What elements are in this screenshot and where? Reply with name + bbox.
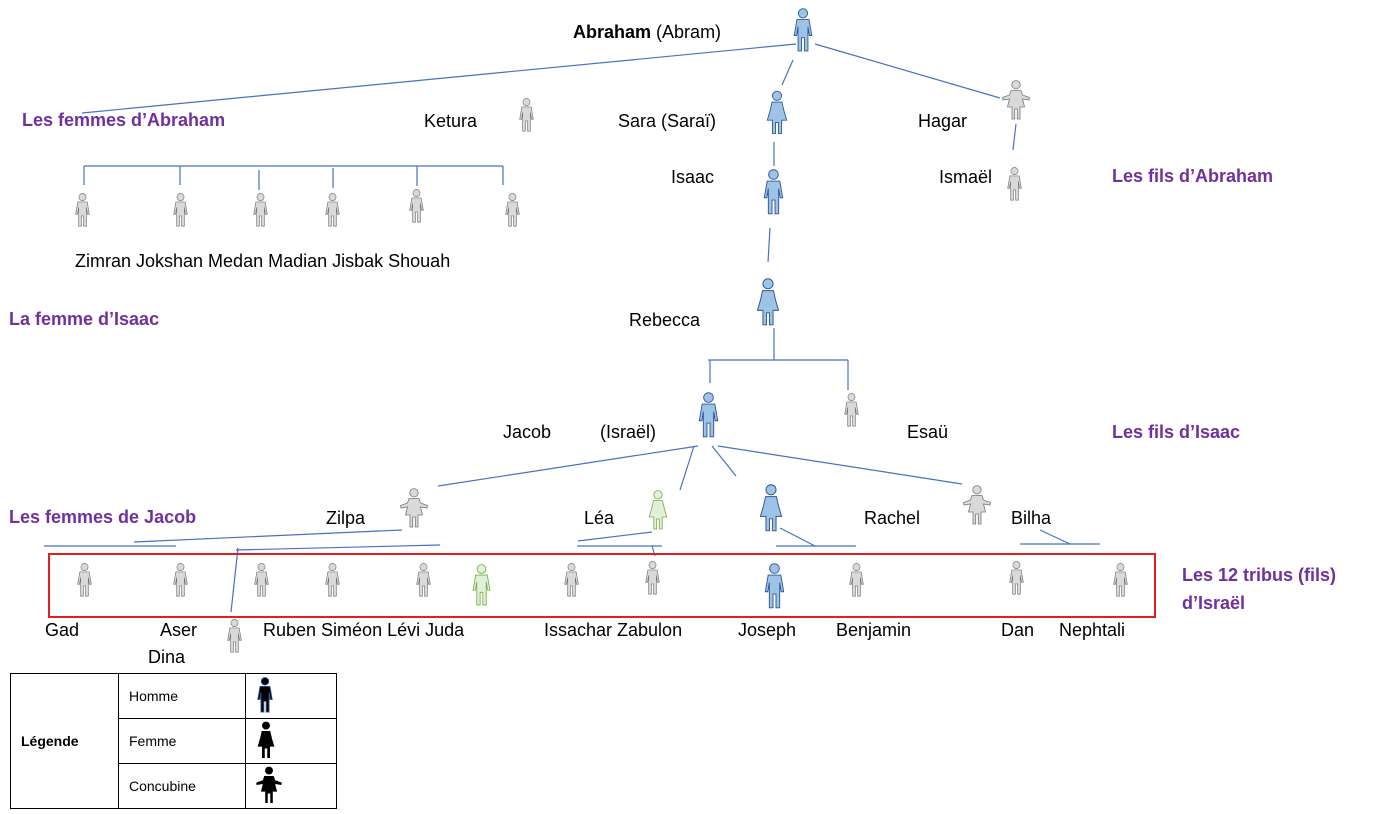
- medan-icon: [253, 193, 268, 227]
- rachel-icon: [759, 484, 783, 532]
- section-tribus-line2: d’Israël: [1182, 593, 1246, 613]
- female-icon: [257, 721, 275, 758]
- dan-label: Dan: [1001, 620, 1035, 640]
- abraham-name: Abraham: [573, 22, 652, 42]
- jacob-icon: [698, 392, 719, 438]
- gad-label: Gad: [45, 620, 80, 640]
- dina-label: Dina: [148, 647, 186, 667]
- zilpa-label: Zilpa: [326, 508, 366, 528]
- isaac-label: Isaac: [671, 167, 715, 187]
- section-fils-abraham: Les fils d’Abraham: [1112, 166, 1274, 186]
- rebecca-icon: [756, 278, 780, 326]
- isaac-icon: [763, 169, 784, 215]
- concubine-icon: [256, 766, 282, 803]
- joseph-label: Joseph: [738, 620, 797, 640]
- section-fils-isaac: Les fils d’Isaac: [1112, 422, 1241, 442]
- zimran-icon: [75, 193, 90, 227]
- rachel-label: Rachel: [864, 508, 921, 528]
- legend-table: Légende Homme Femme Concubine: [10, 673, 337, 809]
- zilpa-icon: [400, 488, 428, 528]
- section-femmes-jacob: Les femmes de Jacob: [9, 507, 197, 527]
- jisbak-icon: [409, 189, 424, 223]
- nephtali-label: Nephtali: [1059, 620, 1126, 640]
- legend-icon-cell-concubine: [245, 763, 337, 809]
- issachar-zabulon-label: Issachar Zabulon: [544, 620, 683, 640]
- hagar-icon: [1002, 80, 1030, 120]
- sara-icon: [766, 90, 788, 135]
- abraham-label: Abraham (Abram): [573, 22, 721, 42]
- section-femmes-abraham: Les femmes d’Abraham: [22, 110, 226, 130]
- bilha-label: Bilha: [1011, 508, 1052, 528]
- israel-label: (Israël): [600, 422, 657, 442]
- ismael-icon: [1007, 167, 1022, 201]
- esau-icon: [844, 393, 859, 427]
- legend-title: Légende: [10, 673, 119, 809]
- section-femme-isaac: La femme d’Isaac: [9, 309, 160, 329]
- hagar-label: Hagar: [918, 111, 968, 131]
- legend-label-femme: Femme: [118, 718, 246, 764]
- section-tribus-line1: Les 12 tribus (fils): [1182, 565, 1337, 585]
- aser-label: Aser: [160, 620, 198, 640]
- madian-icon: [325, 193, 340, 227]
- sara-label: Sara (Saraï): [618, 111, 717, 131]
- legend-icon-cell-femme: [245, 718, 337, 764]
- shouah-icon: [505, 193, 520, 227]
- legend-label-concubine: Concubine: [118, 763, 246, 809]
- jacob-label: Jacob: [503, 422, 552, 442]
- dina-icon: [227, 619, 242, 653]
- lea-label: Léa: [584, 508, 615, 528]
- legend-icon-cell-homme: [245, 673, 337, 719]
- rebecca-label: Rebecca: [629, 310, 701, 330]
- esau-label: Esaü: [907, 422, 949, 442]
- ketura-label: Ketura: [424, 111, 478, 131]
- bilha-icon: [963, 485, 991, 525]
- ketura-sons-label: Zimran Jokshan Medan Madian Jisbak Shoua…: [75, 251, 451, 271]
- ruben-simeon-levi-juda-label: Ruben Siméon Lévi Juda: [263, 620, 465, 640]
- lea-icon: [648, 490, 668, 530]
- jokshan-icon: [173, 193, 188, 227]
- ismael-label: Ismaël: [939, 167, 993, 187]
- twelve-tribes-box: [48, 553, 1156, 618]
- benjamin-label: Benjamin: [836, 620, 912, 640]
- legend-label-homme: Homme: [118, 673, 246, 719]
- abraham-icon: [793, 8, 813, 52]
- ketura-icon: [519, 98, 534, 132]
- abraham-alias: (Abram): [656, 22, 722, 42]
- male-icon: [257, 676, 273, 713]
- connector-lines: [44, 43, 1100, 613]
